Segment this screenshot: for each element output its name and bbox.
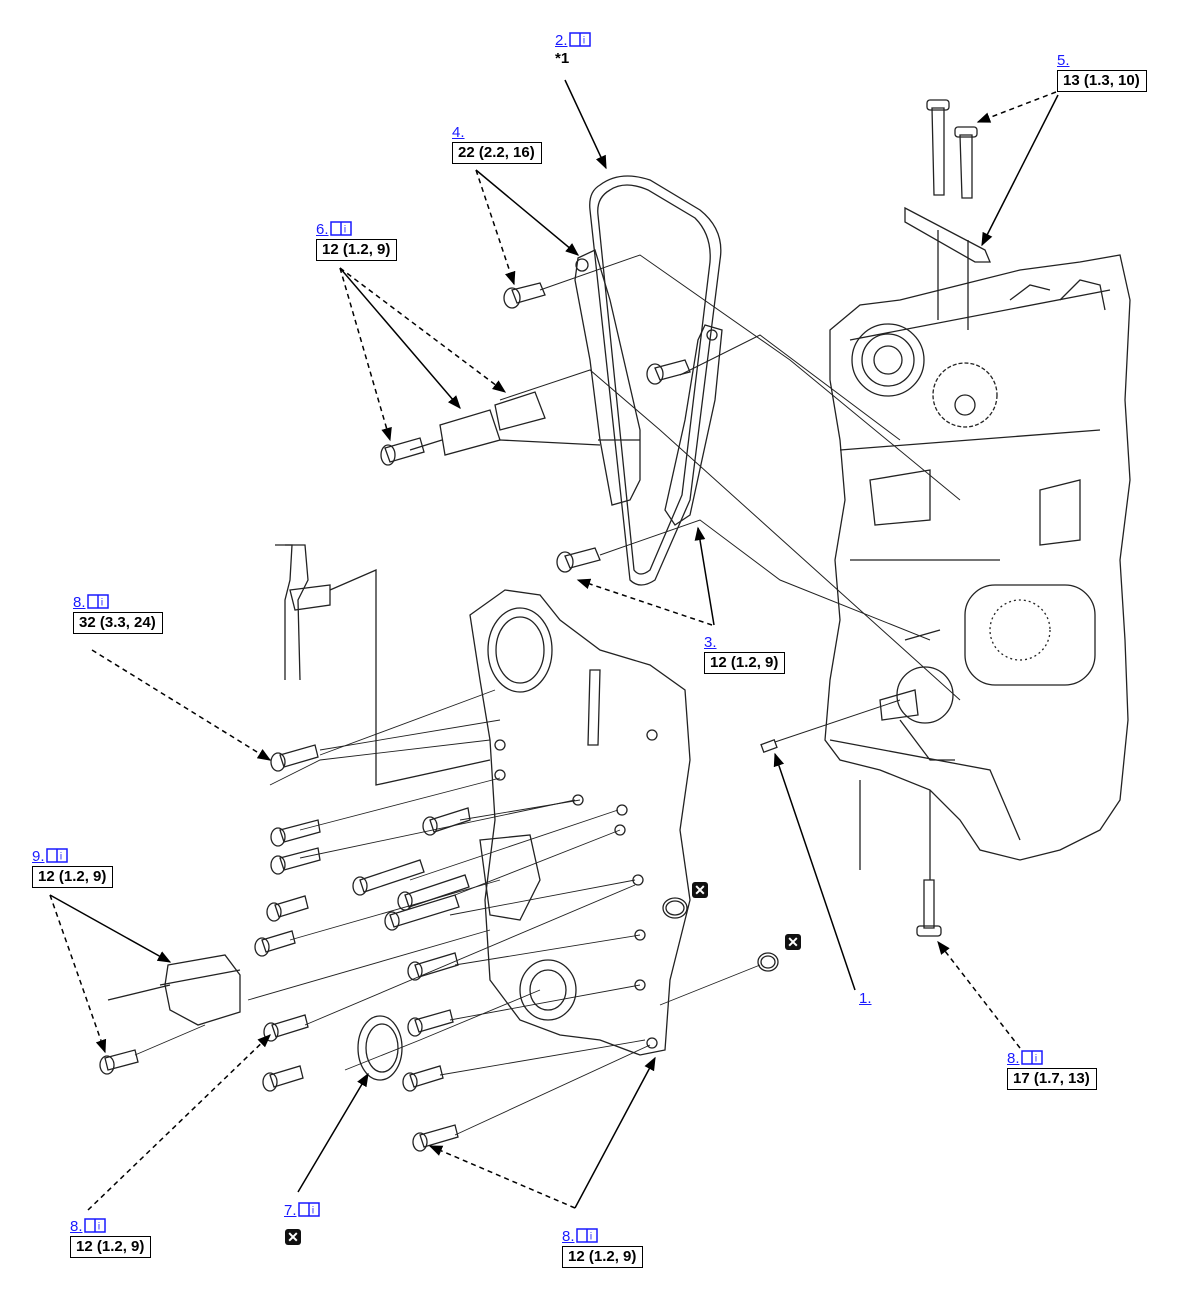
svg-text:i: i (582, 36, 584, 47)
leader-3 (694, 526, 715, 626)
arm-pivot-bolt (556, 547, 601, 573)
callout-2: 2. i *1 (555, 32, 591, 68)
book-info-icon: i (568, 32, 591, 47)
book-info-icon: i (297, 1202, 320, 1217)
chain-tensioner (380, 391, 601, 466)
o-ring (662, 897, 688, 919)
leader-1 (773, 752, 856, 991)
callout-8c: 8. i 12 (1.2, 9) (562, 1228, 644, 1268)
step-link-9[interactable]: 9. i (32, 848, 68, 865)
oil-pan-bolt (916, 790, 942, 937)
torque-value: 32 (3.3, 24) (73, 612, 163, 634)
chain-guide (574, 249, 641, 506)
callout-8a: 8. i 32 (3.3, 24) (73, 594, 163, 634)
callout-4: 4. 22 (2.2, 16) (452, 124, 542, 164)
callout-7: 7. i (284, 1202, 320, 1220)
x-box-icon: ✕ (692, 882, 708, 898)
step-link-6[interactable]: 6. i (316, 221, 352, 238)
step-number: 6. (316, 221, 329, 238)
leader-9-dashed (49, 894, 107, 1054)
wire-harness (275, 544, 491, 786)
svg-text:i: i (343, 225, 345, 236)
timing-chain-cover (469, 589, 691, 1056)
svg-text:i: i (59, 852, 61, 863)
svg-text:i: i (97, 1222, 99, 1233)
torque-value: 12 (1.2, 9) (704, 652, 786, 674)
leader-4-dashed (475, 169, 516, 286)
torque-value: 17 (1.7, 13) (1007, 1068, 1097, 1090)
svg-text:i: i (100, 598, 102, 609)
leader-8c (574, 1056, 656, 1209)
camshaft-bolts (904, 99, 991, 330)
x-box-icon: ✕ (285, 1229, 301, 1245)
step-link-8a[interactable]: 8. i (73, 594, 109, 611)
torque-value: 12 (1.2, 9) (70, 1236, 152, 1258)
torque-value: 12 (1.2, 9) (562, 1246, 644, 1268)
torque-value: 22 (2.2, 16) (452, 142, 542, 164)
svg-text:i: i (311, 1206, 313, 1217)
step-number: 8. (70, 1218, 83, 1235)
step-link-8b[interactable]: 8. i (1007, 1050, 1043, 1067)
chain-tensioner-arm (664, 324, 723, 526)
step-link-5[interactable]: 5. (1057, 52, 1070, 69)
step-number: 8. (1007, 1050, 1020, 1067)
step-link-7[interactable]: 7. i (284, 1202, 320, 1219)
step-number: 9. (32, 848, 45, 865)
arm-bolt (646, 359, 691, 385)
leader-6-dashed-b (339, 267, 507, 393)
torque-value: 13 (1.3, 10) (1057, 70, 1147, 92)
step-link-2[interactable]: 2. i (555, 32, 591, 49)
book-info-icon: i (86, 594, 109, 609)
torque-value: 12 (1.2, 9) (316, 239, 398, 261)
leader-6 (339, 267, 461, 410)
leader-8d-dashed (87, 1034, 271, 1211)
torque-value: 12 (1.2, 9) (32, 866, 114, 888)
oil-seal (344, 989, 541, 1081)
guide-bolt (503, 282, 546, 309)
leader-8a-dashed (91, 649, 272, 761)
dowel-pin (760, 739, 778, 753)
step-link-8c[interactable]: 8. i (562, 1228, 598, 1245)
leader-5 (981, 94, 1059, 247)
book-info-icon: i (329, 221, 352, 236)
leader-4 (475, 169, 580, 256)
leader-9 (49, 894, 172, 963)
svg-text:i: i (589, 1232, 591, 1243)
leader-8c-dashed (428, 1145, 576, 1209)
step-link-4[interactable]: 4. (452, 124, 465, 141)
note-star-1: *1 (555, 50, 570, 67)
leader-7 (297, 1072, 369, 1193)
step-link-3[interactable]: 3. (704, 634, 717, 651)
engine-block (824, 254, 1131, 870)
leader-3-dashed (576, 578, 713, 626)
book-info-icon: i (575, 1228, 598, 1243)
book-info-icon: i (83, 1218, 106, 1233)
book-info-icon: i (45, 848, 68, 863)
cover-plate (99, 929, 491, 1075)
step-number: 2. (555, 32, 568, 49)
cover-bolts (254, 689, 651, 1152)
leader-6-dashed-a (339, 267, 392, 442)
svg-text:i: i (1034, 1054, 1036, 1065)
step-number: 8. (73, 594, 86, 611)
step-number: 7. (284, 1202, 297, 1219)
step-number: 8. (562, 1228, 575, 1245)
leader-5-dashed (976, 91, 1057, 123)
callout-8d: 8. i 12 (1.2, 9) (70, 1218, 152, 1258)
callout-6: 6. i 12 (1.2, 9) (316, 221, 398, 261)
step-link-1[interactable]: 1. (859, 990, 872, 1007)
alignment-lines (499, 254, 961, 743)
book-info-icon: i (1020, 1050, 1043, 1065)
timing-chain (589, 175, 722, 586)
leader-2 (564, 79, 607, 170)
callout-8b: 8. i 17 (1.7, 13) (1007, 1050, 1097, 1090)
callout-5: 5. 13 (1.3, 10) (1057, 52, 1147, 92)
callout-9: 9. i 12 (1.2, 9) (32, 848, 114, 888)
step-link-8d[interactable]: 8. i (70, 1218, 106, 1235)
x-box-icon: ✕ (785, 934, 801, 950)
callout-3: 3. 12 (1.2, 9) (704, 634, 786, 674)
o-ring (659, 952, 779, 1006)
leader-8b-dashed (937, 940, 1021, 1049)
